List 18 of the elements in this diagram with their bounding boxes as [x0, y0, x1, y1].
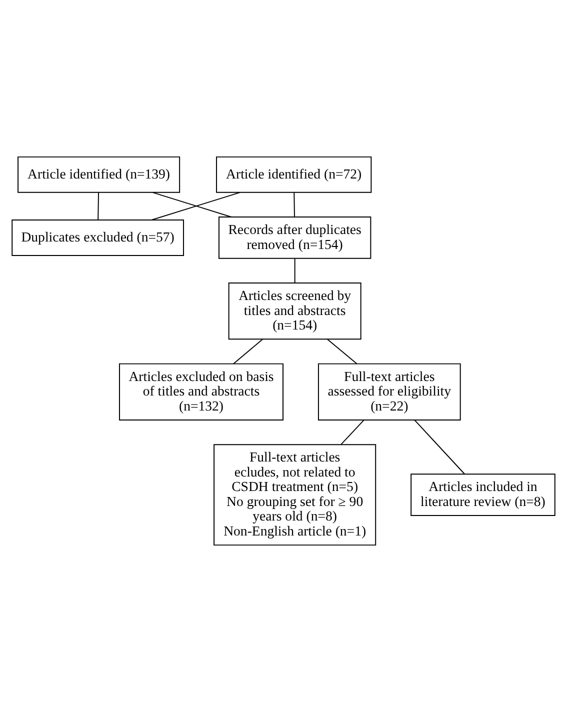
- node-box: Articles excluded on basis of titles and abstracts (n=132): [119, 362, 284, 420]
- connector: [326, 338, 358, 364]
- connector: [151, 191, 241, 220]
- node-box: Records after duplicates removed (n=154): [218, 216, 372, 258]
- connector: [152, 191, 232, 217]
- node-box: Articles included in literature review (n=8): [410, 473, 556, 516]
- node-box: Articles screened by titles and abstracts (n=154): [228, 282, 362, 340]
- connector: [294, 258, 296, 283]
- connector: [233, 338, 264, 364]
- connector: [294, 192, 295, 217]
- connector: [414, 419, 465, 474]
- node-box: Article identified (n=139): [18, 156, 180, 192]
- node-box: Full-text articles assessed for eligibility (n=22): [318, 362, 461, 420]
- node-box: Full-text articles ecludes, not related to CSDH treatment (n=5) No grouping set for ≥ 90 years old (n=8) Non-English article (n=1): [214, 444, 376, 546]
- node-box: Article identified (n=72): [216, 156, 372, 192]
- node-box: Duplicates excluded (n=57): [12, 219, 184, 256]
- connector: [340, 419, 364, 444]
- connector: [98, 192, 100, 220]
